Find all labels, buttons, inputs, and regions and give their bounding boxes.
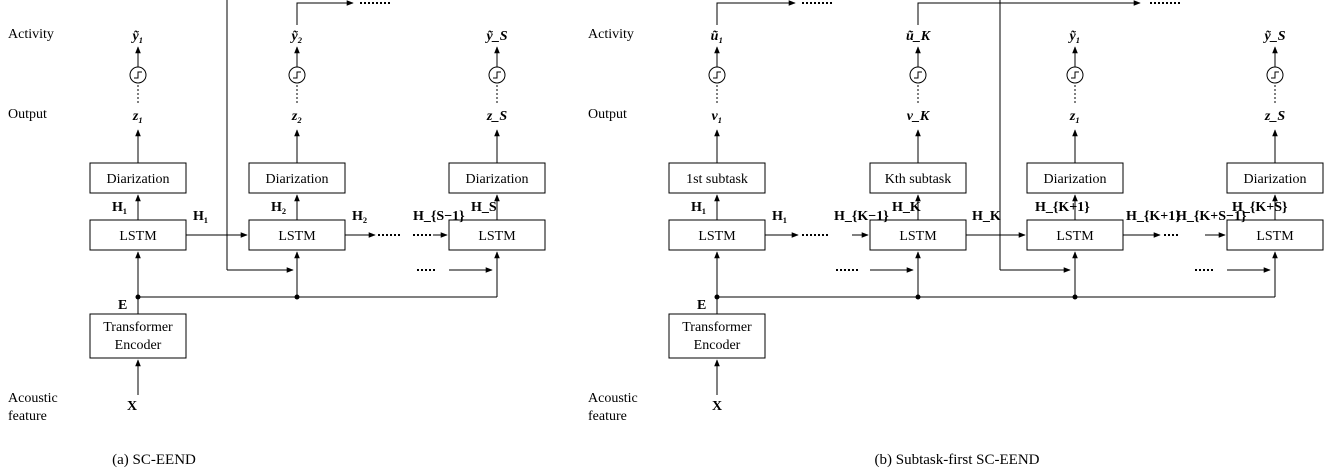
y-label: ỹ₁ xyxy=(130,29,143,44)
encoder-label-2: Encoder xyxy=(694,338,741,353)
h-label: H_S xyxy=(471,200,497,215)
subtask-label: Kth subtask xyxy=(885,172,952,187)
activation-icon xyxy=(288,66,306,84)
diarization-box xyxy=(1026,162,1124,194)
u-label: ũ_K xyxy=(906,29,932,44)
y-label: ỹ_S xyxy=(485,29,508,44)
uk-forward xyxy=(917,0,1141,25)
diarization-label: Diarization xyxy=(107,172,170,187)
u1-forward xyxy=(716,0,796,25)
diarization-box xyxy=(1226,162,1324,194)
panel-a: Activity Output Acoustic feature Transfo… xyxy=(8,0,546,468)
subtask-box xyxy=(668,162,766,194)
y-label: ỹ₁ xyxy=(1067,29,1080,44)
lstm-label: LSTM xyxy=(698,229,736,244)
row-label-feature: feature xyxy=(588,409,627,424)
diarization-box xyxy=(248,162,346,194)
row-label-activity: Activity xyxy=(588,27,634,42)
activation-icon xyxy=(129,66,147,84)
z-label: z₁ xyxy=(1069,109,1080,124)
input-x: X xyxy=(127,399,137,414)
lstm-label: LSTM xyxy=(478,229,516,244)
h-forward-label: H_{K+1} xyxy=(1126,209,1181,224)
activation-icon xyxy=(488,66,506,84)
lstm-label: LSTM xyxy=(1056,229,1094,244)
encoder-out-e: E xyxy=(697,298,706,313)
h-forward-label: H₂ xyxy=(352,209,367,224)
diarization-label: Diarization xyxy=(266,172,329,187)
lstm-box xyxy=(1226,219,1324,251)
h-in-label: H_{K+S−1} xyxy=(1176,209,1247,224)
lstm-box xyxy=(1026,219,1124,251)
h-label: H_{K+S} xyxy=(1232,200,1288,215)
z-label: z_S xyxy=(486,109,507,124)
diarization-box xyxy=(448,162,546,194)
lstm-label: LSTM xyxy=(1256,229,1294,244)
h-label: H₁ xyxy=(691,200,706,215)
h-label: H_{K+1} xyxy=(1035,200,1090,215)
y-label: ỹ_S xyxy=(1263,29,1286,44)
h-label: H_K xyxy=(892,200,921,215)
lstm-label: LSTM xyxy=(899,229,937,244)
z-label: z_S xyxy=(1264,109,1285,124)
y2-forward xyxy=(296,0,354,25)
v-label: v_K xyxy=(907,109,931,124)
h-forward-label: H_K xyxy=(972,209,1001,224)
y-label: ỹ₂ xyxy=(289,29,302,44)
h-label: H₂ xyxy=(271,200,286,215)
input-x: X xyxy=(712,399,722,414)
caption-b: (b) Subtask-first SC-EEND xyxy=(875,452,1040,468)
h-forward-label: H₁ xyxy=(772,209,787,224)
row-label-output: Output xyxy=(8,107,47,122)
row-label-acoustic: Acoustic xyxy=(8,391,58,406)
diarization-label: Diarization xyxy=(466,172,529,187)
diarization-label: Diarization xyxy=(1044,172,1107,187)
row-label-feature: feature xyxy=(8,409,47,424)
transformer-encoder-box xyxy=(89,313,187,359)
encoder-label-1: Transformer xyxy=(103,320,173,335)
h-in-label: H_{K−1} xyxy=(834,209,889,224)
v-label: v₁ xyxy=(711,109,722,124)
panel-b: Activity Output Acoustic feature Transfo… xyxy=(588,0,1324,468)
encoder-label-1: Transformer xyxy=(682,320,752,335)
transformer-encoder-box xyxy=(668,313,766,359)
lstm-box xyxy=(448,219,546,251)
z-label: z₂ xyxy=(291,109,302,124)
lstm-box xyxy=(668,219,766,251)
lstm-label: LSTM xyxy=(119,229,157,244)
activation-icon xyxy=(1066,66,1084,84)
u-label: ũ₁ xyxy=(711,29,724,44)
row-label-output: Output xyxy=(588,107,627,122)
caption-a: (a) SC-EEND xyxy=(112,452,196,468)
encoder-label-2: Encoder xyxy=(115,338,162,353)
activation-icon xyxy=(1266,66,1284,84)
lstm-label: LSTM xyxy=(278,229,316,244)
row-label-activity: Activity xyxy=(8,27,54,42)
subtask-box xyxy=(869,162,967,194)
z-label: z₁ xyxy=(132,109,143,124)
h-label: H₁ xyxy=(112,200,127,215)
h-forward-label: H₁ xyxy=(193,209,208,224)
subtask-label: 1st subtask xyxy=(686,172,748,187)
activation-icon xyxy=(708,66,726,84)
encoder-out-e: E xyxy=(118,298,127,313)
diarization-label: Diarization xyxy=(1244,172,1307,187)
h-in-label: H_{S−1} xyxy=(413,209,465,224)
activation-icon xyxy=(909,66,927,84)
row-label-acoustic: Acoustic xyxy=(588,391,638,406)
